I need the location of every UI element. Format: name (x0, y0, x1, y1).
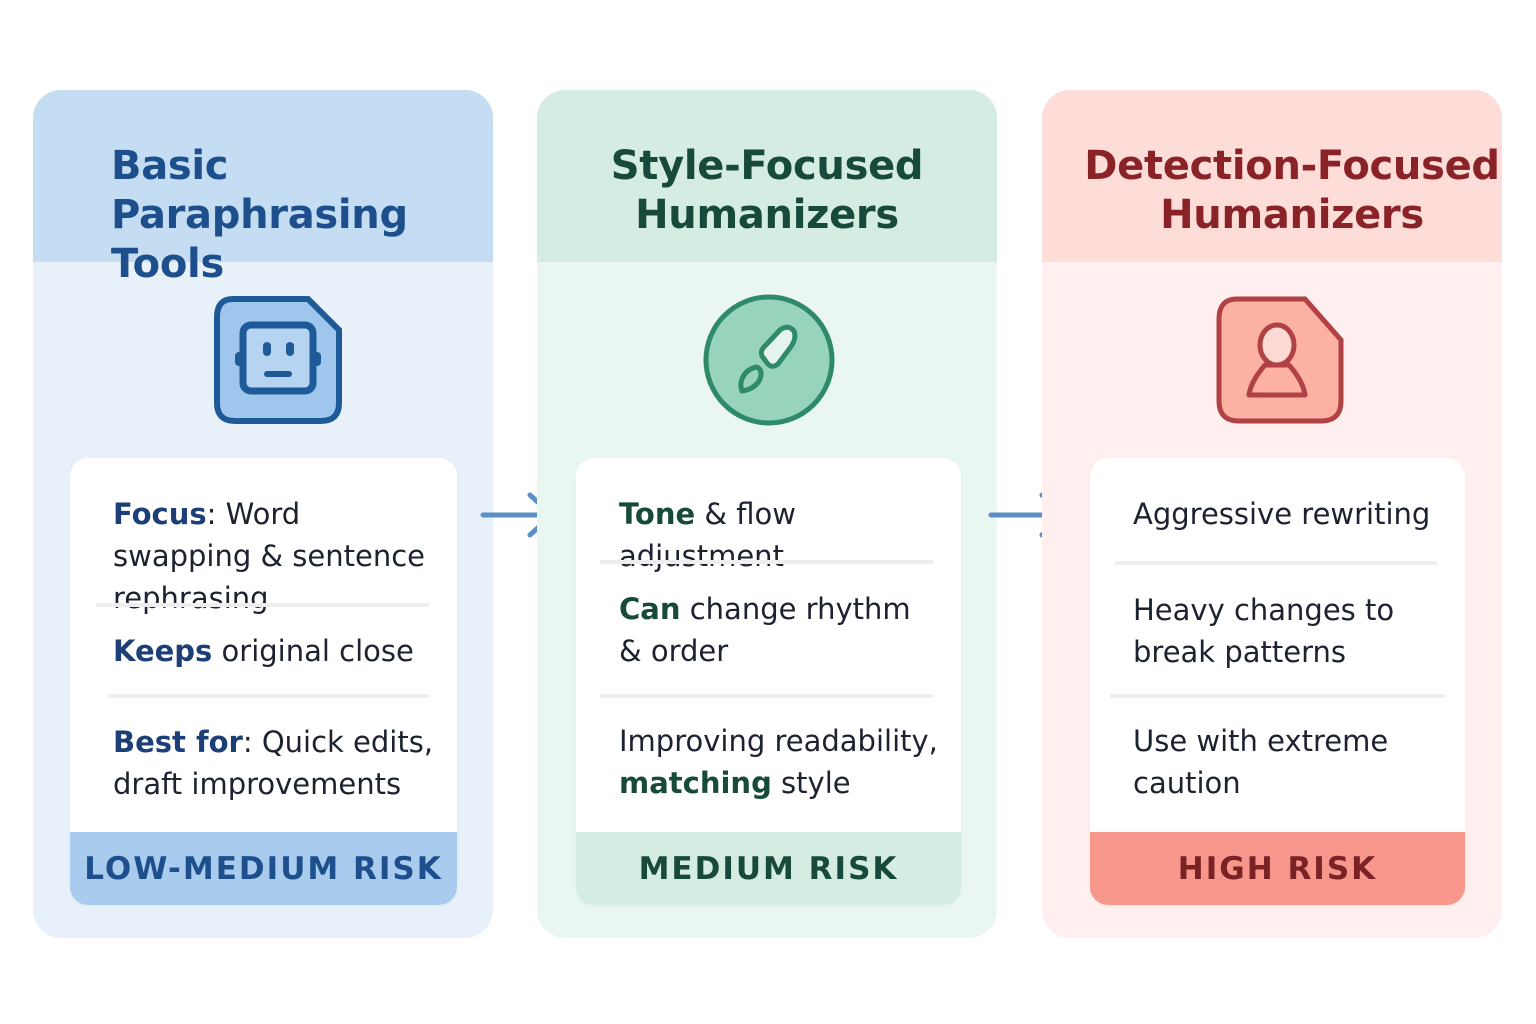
risk-badge: LOW-MEDIUM RISK (70, 832, 457, 905)
feature-keyword: Keeps (113, 634, 213, 668)
title-line: Basic (111, 143, 229, 189)
feature-item: Focus: Word swapping & sentence rephrasi… (113, 493, 437, 619)
title-line: Detection-Focused (1084, 143, 1500, 189)
feature-item: Keeps original close (113, 630, 437, 672)
feature-text: Aggressive rewriting (1133, 497, 1431, 531)
feature-item: Heavy changes to break patterns (1133, 589, 1445, 673)
robot-icon (214, 296, 342, 424)
feature-item: Can change rhythm & order (619, 588, 941, 672)
feature-item: Improving readability, matching style (619, 720, 941, 804)
divider (1115, 561, 1437, 565)
person-icon (1216, 296, 1344, 424)
feature-keyword: Can (619, 592, 681, 626)
title-line: Humanizers (1160, 192, 1424, 238)
feature-text: : Word swapping & sentence rephrasing (113, 497, 426, 615)
feature-text: Use with extreme caution (1133, 724, 1389, 800)
divider (96, 603, 429, 607)
title-line: Paraphrasing Tools (111, 192, 408, 287)
feature-text: Heavy changes to break patterns (1133, 593, 1395, 669)
features-panel: Focus: Word swapping & sentence rephrasi… (70, 458, 457, 905)
divider (600, 694, 933, 698)
feature-item: Tone & flow adjustment (619, 493, 941, 577)
feature-item: Use with extreme caution (1133, 720, 1445, 804)
features-panel: Aggressive rewriting Heavy changes to br… (1090, 458, 1465, 905)
feature-keyword: Tone (619, 497, 696, 531)
title-line: Style-Focused (610, 143, 924, 189)
feature-text: style (771, 766, 851, 800)
feature-item: Best for: Quick edits, draft improvement… (113, 721, 437, 805)
features-panel: Tone & flow adjustment Can change rhythm… (576, 458, 961, 905)
divider (108, 694, 429, 698)
feature-keyword: Focus (113, 497, 207, 531)
feature-keyword: matching (619, 766, 772, 800)
feature-keyword: Best for (113, 725, 243, 759)
title-line: Humanizers (635, 192, 899, 238)
divider (600, 560, 933, 564)
risk-badge: HIGH RISK (1090, 832, 1465, 905)
feature-text: change rhythm & order (619, 592, 911, 668)
paintbrush-icon (703, 294, 835, 426)
feature-text: : Quick edits, draft improvements (113, 725, 434, 801)
feature-text: & flow adjustment (619, 497, 796, 573)
feature-text: Improving readability, (619, 724, 938, 758)
feature-text: original close (212, 634, 414, 668)
divider (1110, 694, 1445, 698)
risk-badge: MEDIUM RISK (576, 832, 961, 905)
feature-item: Aggressive rewriting (1133, 493, 1445, 535)
